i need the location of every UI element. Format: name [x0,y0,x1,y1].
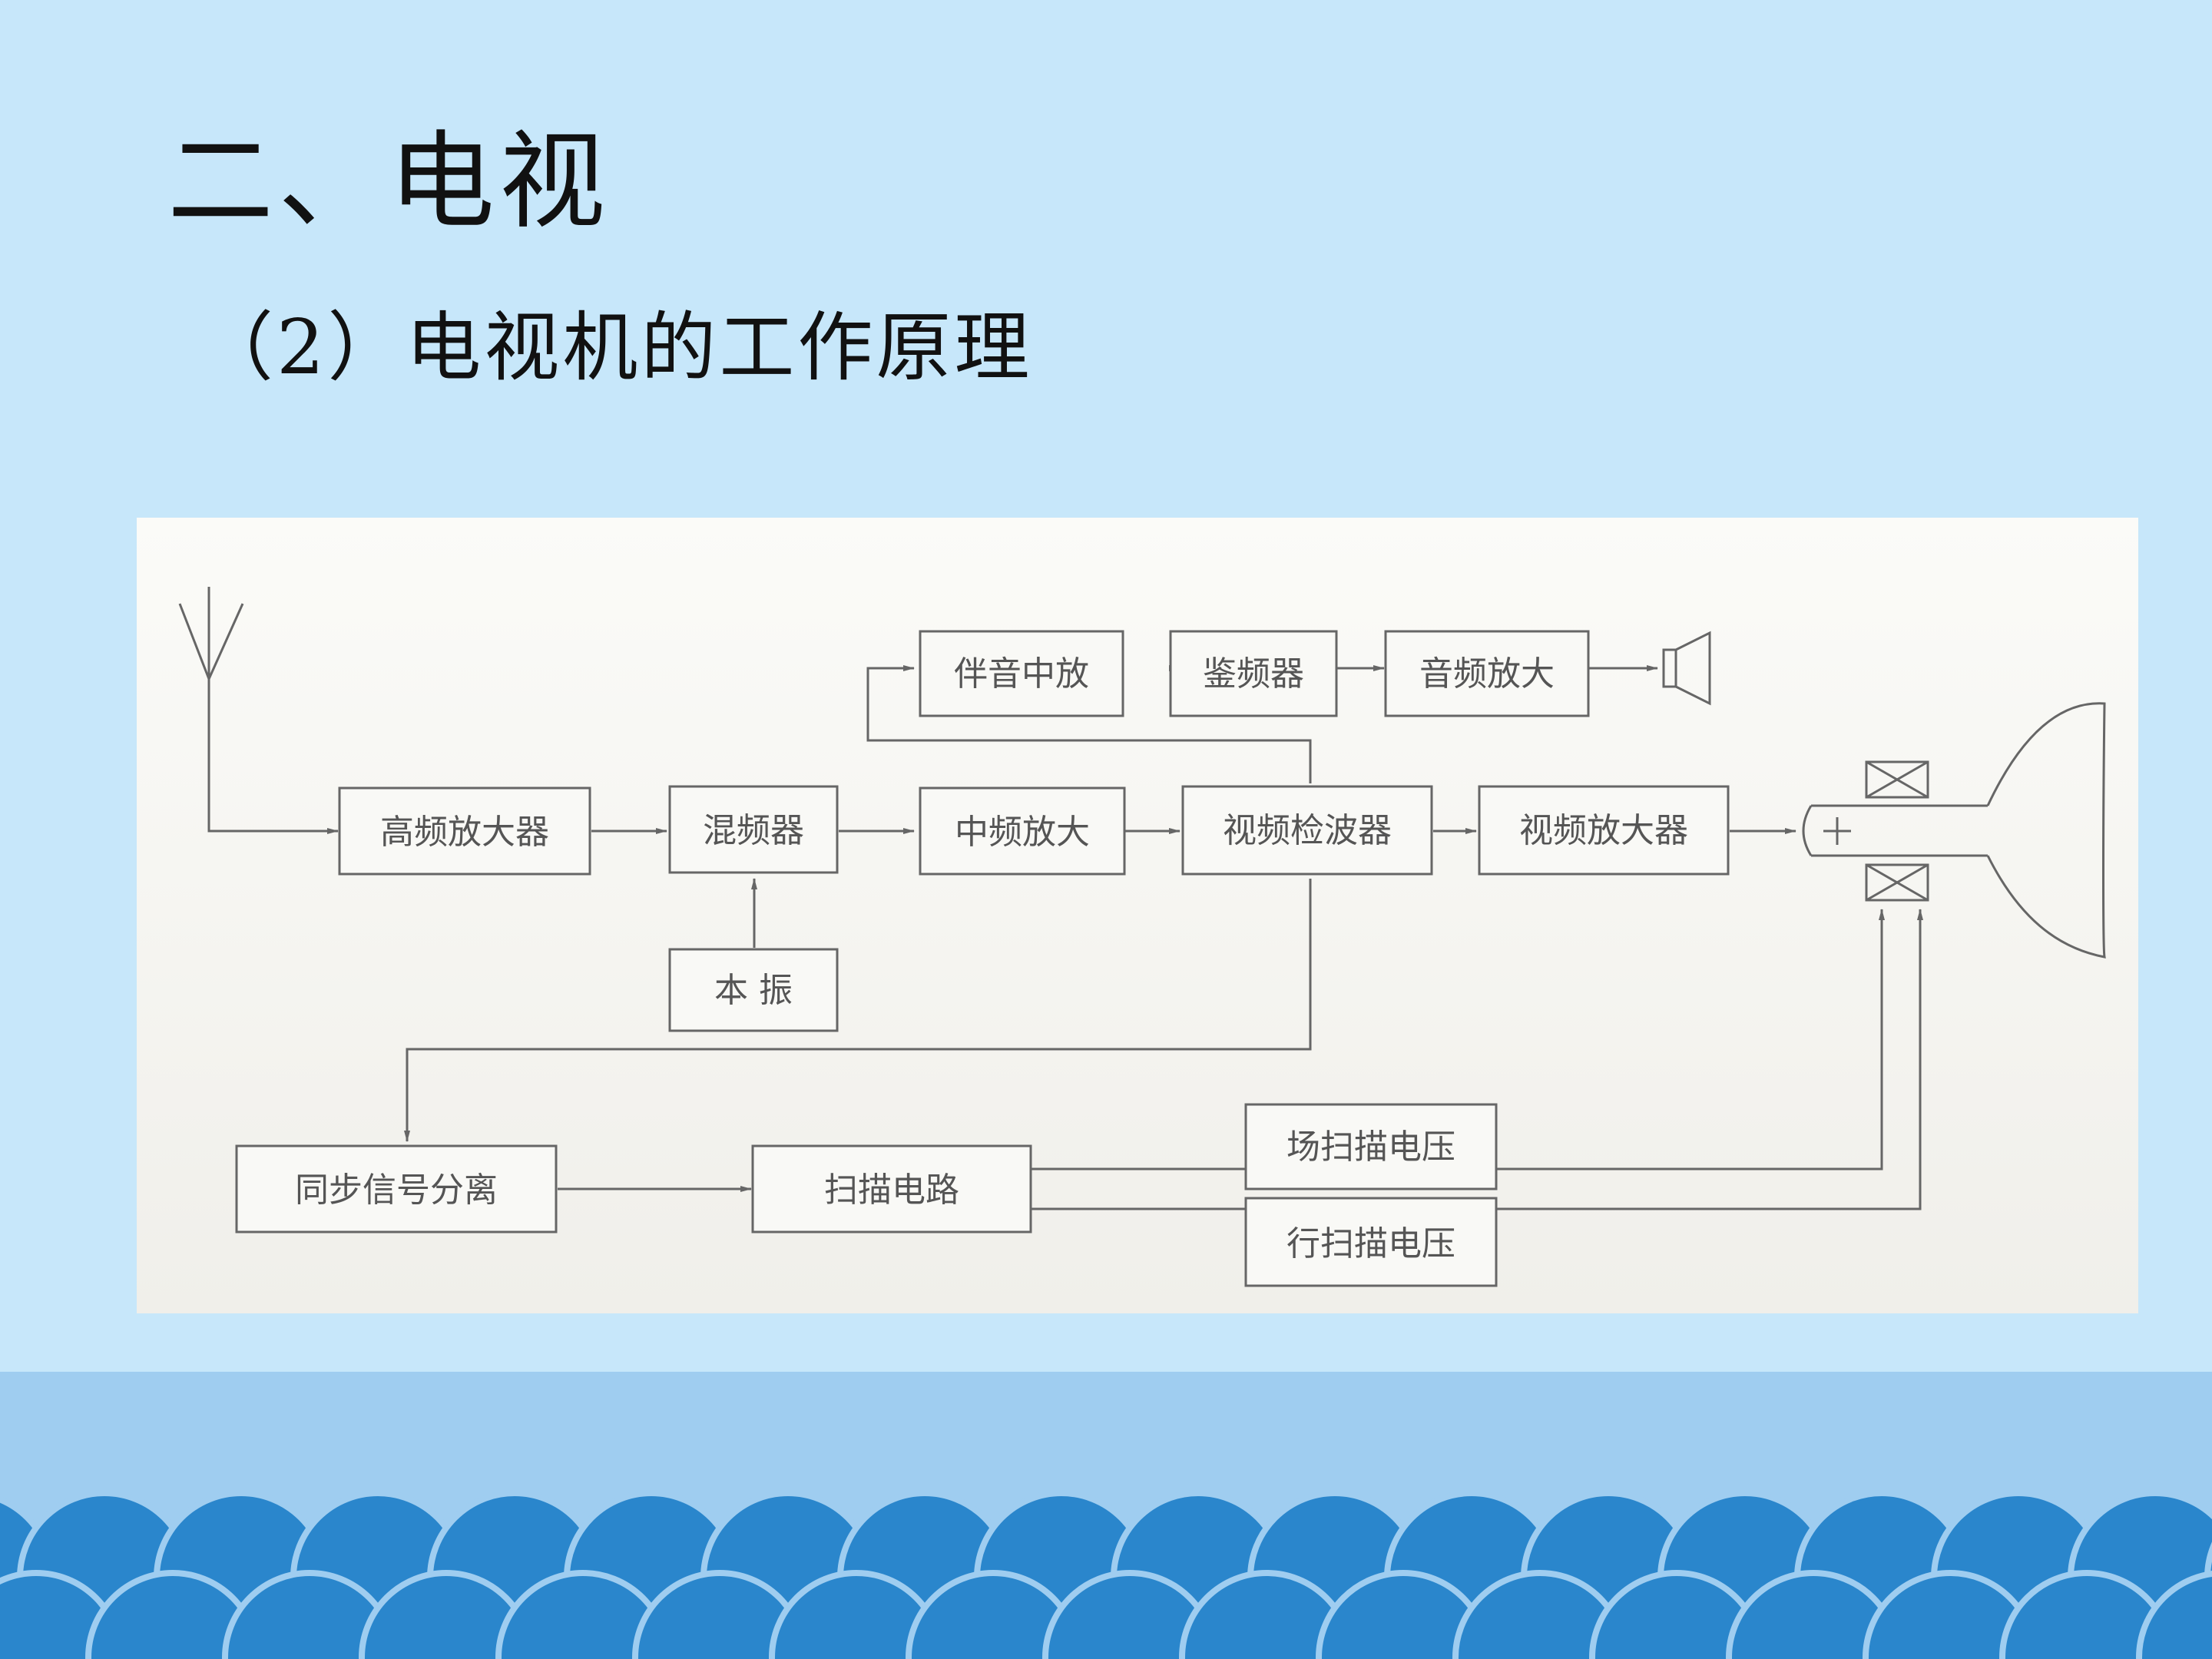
block-rf-amp: 高频放大器 [338,786,591,876]
block-sound-if-label: 伴音中放 [954,654,1089,694]
wave-decoration [0,1490,2212,1659]
slide-title: 二、电视 [167,120,611,243]
speaker-icon [1662,631,1711,706]
picture-tube-icon [1802,702,2106,959]
block-video-amp-label: 视频放大器 [1519,811,1688,850]
block-line-scan-voltage-label: 行扫描电压 [1286,1224,1455,1263]
block-sound-if: 伴音中放 [919,630,1124,717]
antenna-icon [178,587,339,834]
block-video-detector-label: 视频检波器 [1223,811,1392,850]
block-mixer-label: 混频器 [703,811,804,850]
block-local-oscillator: 本 振 [668,948,839,1032]
slide-subtitle: （2）电视机的工作原理 [198,304,1033,392]
block-field-scan-voltage: 场扫描电压 [1244,1103,1498,1190]
block-if-amp-label: 中频放大 [955,813,1090,852]
block-if-amp: 中频放大 [919,786,1126,876]
block-mixer: 混频器 [668,785,839,874]
block-discriminator-label: 鉴频器 [1203,654,1304,694]
tv-block-diagram: 高频放大器 混频器 本 振 中频放大 视频检波器 视频放大器 [137,518,2138,1313]
block-video-detector: 视频检波器 [1181,785,1433,876]
block-local-oscillator-label: 本 振 [714,971,793,1010]
block-rf-amp-label: 高频放大器 [380,813,549,852]
block-scan-circuit-label: 扫描电路 [824,1171,959,1210]
block-line-scan-voltage: 行扫描电压 [1244,1197,1498,1287]
block-scan-circuit: 扫描电路 [751,1144,1032,1233]
block-audio-amp-label: 音频放大 [1419,654,1555,694]
block-sync-separator: 同步信号分离 [235,1144,558,1233]
block-sync-separator-label: 同步信号分离 [295,1171,498,1210]
block-discriminator: 鉴频器 [1169,630,1338,717]
block-video-amp: 视频放大器 [1478,785,1730,876]
block-field-scan-voltage-label: 场扫描电压 [1286,1128,1455,1167]
wave-scallop [2136,1571,2212,1659]
block-audio-amp: 音频放大 [1384,630,1590,717]
